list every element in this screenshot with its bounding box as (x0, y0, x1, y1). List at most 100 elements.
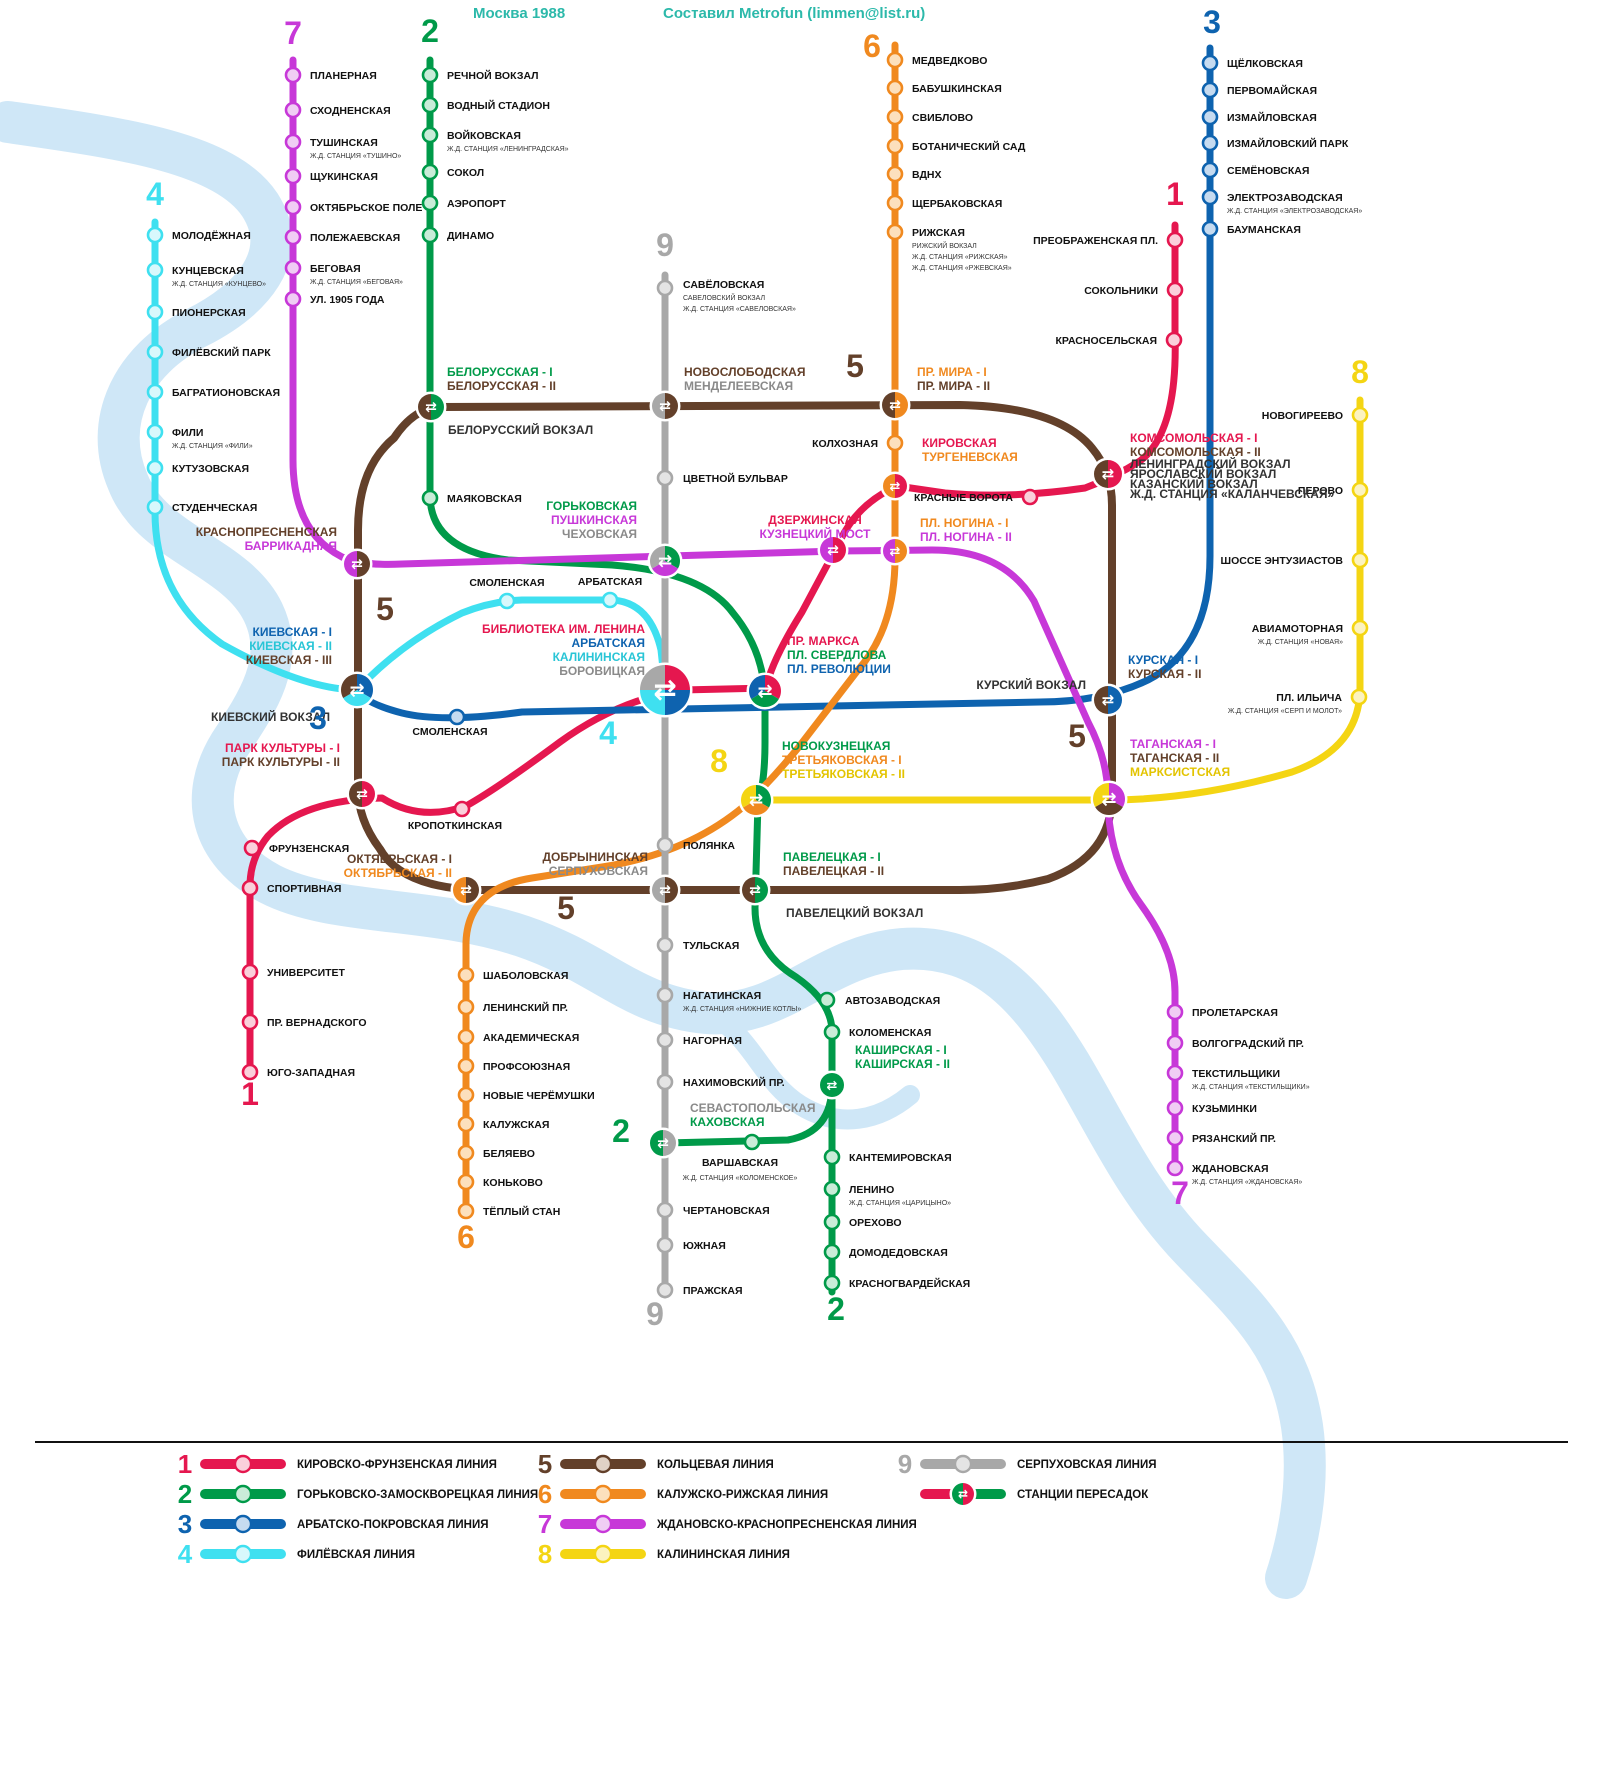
station-marker (284, 101, 302, 119)
transfer-hub-sector (820, 1073, 832, 1097)
hub-label: КОМСОМОЛЬСКАЯ - II (1130, 445, 1261, 459)
station-label: КРОПОТКИНСКАЯ (408, 820, 502, 832)
line-number-badge: 7 (1171, 1175, 1189, 1211)
river (696, 1003, 920, 1130)
transfer-hub-sector (751, 691, 779, 707)
hub-label: КАЗАНСКИЙ ВОКЗАЛ (1130, 476, 1258, 491)
transfer-hub-sector (895, 474, 907, 498)
station-marker (1166, 1034, 1184, 1052)
railway-sublabel: Ж.Д. СТАНЦИЯ «КУНЦЕВО» (172, 281, 266, 288)
station-marker (743, 1133, 761, 1151)
legend-line-number: 9 (898, 1449, 912, 1479)
hub-label: КАШИРСКАЯ - II (855, 1057, 950, 1071)
transfer-hub-sector (952, 1483, 963, 1505)
station-marker (457, 1115, 475, 1133)
legend-line-number: 7 (538, 1509, 552, 1539)
transfer-arrows-icon: ⇄ (659, 399, 671, 415)
transfer-hub: ⇄ (647, 1127, 679, 1159)
hub-label: БАРРИКАДНАЯ (245, 539, 337, 553)
legend-label: СТАНЦИИ ПЕРЕСАДОК (1017, 1489, 1149, 1501)
station-marker (1351, 481, 1369, 499)
transfer-hub: ⇄ (346, 778, 378, 810)
station-label: КОНЬКОВО (483, 1177, 543, 1189)
hub-label: ТАГАНСКАЯ - II (1130, 751, 1219, 765)
hub-label: ПР. МИРА - I (917, 365, 987, 379)
station-label: БАГРАТИОНОВСКАЯ (172, 387, 280, 399)
line-number-badge: 1 (1166, 176, 1184, 212)
hub-label: ТАГАНСКАЯ - I (1130, 737, 1216, 751)
station-label: ПОЛЯНКА (683, 840, 735, 852)
hub-label: ТРЕТЬЯКОВСКАЯ - I (782, 753, 902, 767)
station-marker (886, 165, 904, 183)
transfer-hub: ⇄ (1091, 683, 1125, 717)
station-label: ТЕКСТИЛЬЩИКИ (1192, 1068, 1280, 1080)
station-marker (457, 1086, 475, 1104)
station-marker (823, 1023, 841, 1041)
transfer-hub-sector (665, 690, 690, 715)
legend-line-number: 3 (178, 1509, 192, 1539)
station-label: ФИЛЁВСКИЙ ПАРК (172, 346, 271, 359)
station-label: ПРАЖСКАЯ (683, 1285, 743, 1297)
transfer-hub-sector (340, 674, 357, 698)
station-label: БОТАНИЧЕСКИЙ САД (912, 140, 1026, 153)
station-label: МЕДВЕДКОВО (912, 55, 987, 67)
transfer-hub: ⇄ (949, 1480, 977, 1508)
station-label: ШОССЕ ЭНТУЗИАСТОВ (1221, 555, 1344, 567)
line-number-badge: 8 (1351, 354, 1369, 390)
railway-sublabel: Ж.Д. СТАНЦИЯ «ТЕКСТИЛЬЩИКИ» (1192, 1084, 1310, 1091)
hub-label: КИЕВСКИЙ ВОКЗАЛ (211, 709, 330, 724)
transfer-hub: ⇄ (817, 534, 849, 566)
station-label: КУТУЗОВСКАЯ (172, 463, 249, 475)
station-marker (421, 226, 439, 244)
railway-sublabel: Ж.Д. СТАНЦИЯ «РЖЕВСКАЯ» (912, 265, 1012, 272)
station-label: ЦВЕТНОЙ БУЛЬВАР (683, 472, 788, 485)
station-label: БАУМАНСКАЯ (1227, 224, 1301, 236)
hub-label: БЕЛОРУССКАЯ - I (447, 365, 553, 379)
station-marker (886, 194, 904, 212)
station-label: ЮЖНАЯ (683, 1240, 726, 1252)
station-label: КРАСНЫЕ ВОРОТА (914, 492, 1013, 504)
transfer-hub: ⇄ (647, 543, 683, 579)
hub-label: КУЗНЕЦКИЙ МОСТ (760, 526, 872, 541)
station-label: БЕЛЯЕВО (483, 1148, 535, 1160)
line-number-badge: 5 (1068, 718, 1086, 754)
railway-sublabel: Ж.Д. СТАНЦИЯ «ЭЛЕКТРОЗАВОДСКАЯ» (1227, 208, 1362, 215)
station-label: МАЯКОВСКАЯ (447, 493, 522, 505)
railway-sublabel: Ж.Д. СТАНЦИЯ «СЕРП И МОЛОТ» (1228, 708, 1342, 715)
station-marker (1166, 1099, 1184, 1117)
station-marker (146, 226, 164, 244)
transfer-hub: ⇄ (450, 874, 482, 906)
railway-sublabel: Ж.Д. СТАНЦИЯ «БЕГОВАЯ» (310, 279, 403, 286)
hub-label: ПЛ. РЕВОЛЮЦИИ (787, 662, 891, 676)
railway-sublabel: Ж.Д. СТАНЦИЯ «НОВАЯ» (1258, 639, 1343, 646)
station-label: МОЛОДЁЖНАЯ (172, 229, 251, 242)
station-marker (284, 259, 302, 277)
line-number-badge: 5 (846, 348, 864, 384)
station-marker (823, 1148, 841, 1166)
transfer-arrows-icon: ⇄ (827, 543, 839, 559)
station-label: КОЛХОЗНАЯ (812, 438, 878, 450)
transfer-hub-sector (1094, 460, 1108, 488)
legend-station-marker (233, 1514, 253, 1534)
transfer-hub: ⇄ (415, 391, 447, 423)
station-marker (886, 434, 904, 452)
station-marker (146, 303, 164, 321)
railway-sublabel: Ж.Д. СТАНЦИЯ «ФИЛИ» (172, 443, 253, 450)
transfer-arrows-icon: ⇄ (958, 1487, 968, 1501)
railway-sublabel: Ж.Д. СТАНЦИЯ «САВЕЛОВСКАЯ» (683, 306, 796, 313)
station-marker (241, 1013, 259, 1031)
hub-label: ЧЕХОВСКАЯ (562, 527, 637, 541)
transfer-hub-sector (640, 690, 665, 715)
station-marker (1201, 108, 1219, 126)
transfer-hub-sector (663, 1130, 676, 1156)
transfer-arrows-icon: ⇄ (749, 790, 763, 810)
station-marker (284, 66, 302, 84)
station-label: УНИВЕРСИТЕТ (267, 967, 346, 979)
hub-label: КОМСОМОЛЬСКАЯ - I (1130, 431, 1257, 445)
hub-label: ПАВЕЛЕЦКАЯ - II (783, 864, 884, 878)
legend-line-number: 5 (538, 1449, 552, 1479)
legend-label: СЕРПУХОВСКАЯ ЛИНИЯ (1017, 1459, 1157, 1471)
transfer-hub-sector (652, 393, 665, 419)
station-marker (241, 963, 259, 981)
hub-label: БЕЛОРУССКАЯ - II (447, 379, 556, 393)
